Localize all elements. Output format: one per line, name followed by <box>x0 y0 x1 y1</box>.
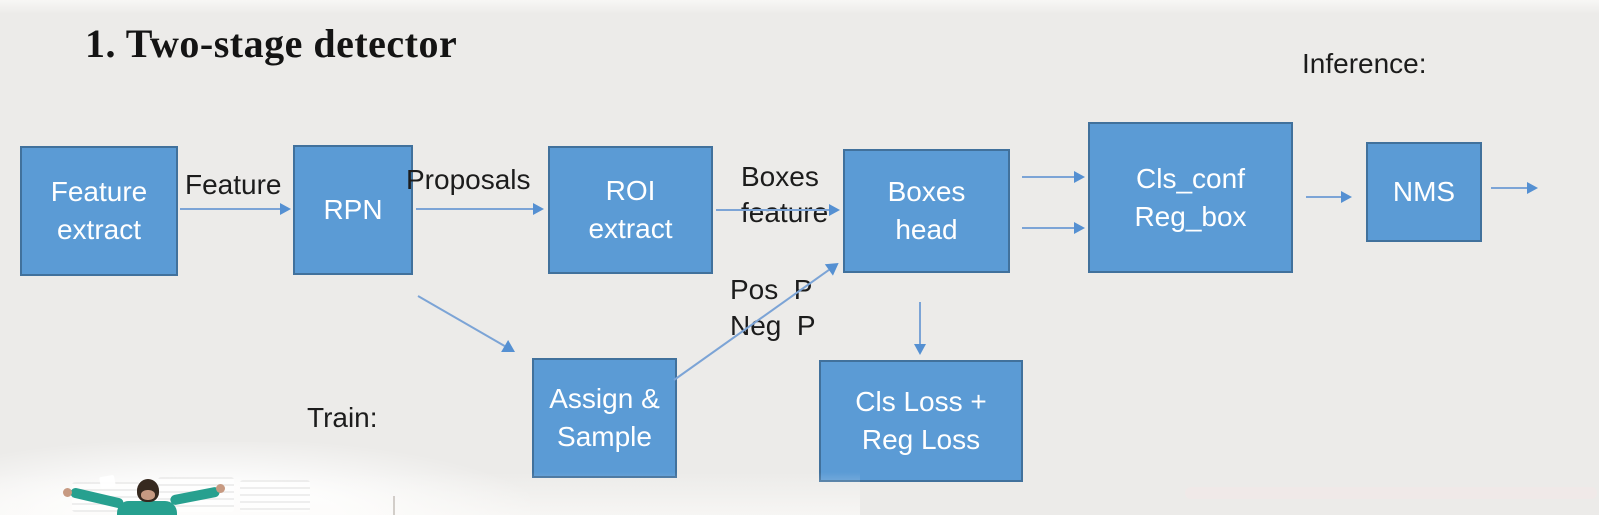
edge-label-neg-p: Neg P <box>730 310 816 341</box>
node-rpn: RPN <box>293 145 413 275</box>
arrow-boxes-head-to-cls-reg-loss <box>914 302 926 355</box>
node-assign-sample-label: Assign & Sample <box>549 383 660 452</box>
arrow-cls-conf-to-nms <box>1306 191 1352 203</box>
arrow-boxes-head-to-cls-conf-bottom <box>1022 222 1085 234</box>
node-nms-label: NMS <box>1392 176 1456 207</box>
arrow-feature-extract-to-rpn <box>180 203 291 215</box>
presenter-face <box>141 490 155 500</box>
edge-label-feature: Feature <box>185 169 282 200</box>
background-panel <box>240 480 310 512</box>
node-boxes-head: Boxes head <box>843 149 1010 273</box>
edge-label-pos-p: Pos P <box>730 274 813 305</box>
arrow-boxes-head-to-cls-conf-top <box>1022 171 1085 183</box>
slide-title: 1. Two-stage detector <box>85 21 458 66</box>
edge-label-proposals: Proposals <box>406 164 531 195</box>
presenter-right-hand <box>216 484 225 493</box>
node-assign-sample: Assign & Sample <box>532 358 677 478</box>
node-nms: NMS <box>1366 142 1482 242</box>
faint-pink-band <box>1185 487 1597 499</box>
arrow-nms-output <box>1491 182 1538 194</box>
node-cls-conf-reg-box: Cls_conf Reg_box <box>1088 122 1293 273</box>
node-feature-extract: Feature extract <box>20 146 178 276</box>
node-cls-reg-loss-label: Cls Loss + Reg Loss <box>855 386 987 455</box>
edge-label-boxes-feature: Boxes feature <box>741 161 829 228</box>
arrow-rpn-to-assign-sample <box>417 295 506 347</box>
node-roi-extract-label: ROI extract <box>588 175 673 244</box>
inference-label: Inference: <box>1302 48 1427 79</box>
arrow-roi-extract-to-boxes-head <box>716 204 840 216</box>
faint-vertical-line <box>393 496 395 515</box>
train-label: Train: <box>307 402 378 433</box>
node-cls-reg-loss: Cls Loss + Reg Loss <box>819 360 1023 482</box>
node-rpn-label: RPN <box>323 194 383 225</box>
presenter-left-hand <box>63 488 72 497</box>
node-feature-extract-label: Feature extract <box>50 176 148 245</box>
node-roi-extract: ROI extract <box>548 146 713 274</box>
presenter-held-card <box>99 474 116 490</box>
node-boxes-head-label: Boxes head <box>887 176 966 245</box>
arrow-rpn-to-roi-extract <box>416 203 544 215</box>
presenter-torso <box>117 501 177 515</box>
node-cls-conf-reg-box-label: Cls_conf Reg_box <box>1134 162 1247 232</box>
